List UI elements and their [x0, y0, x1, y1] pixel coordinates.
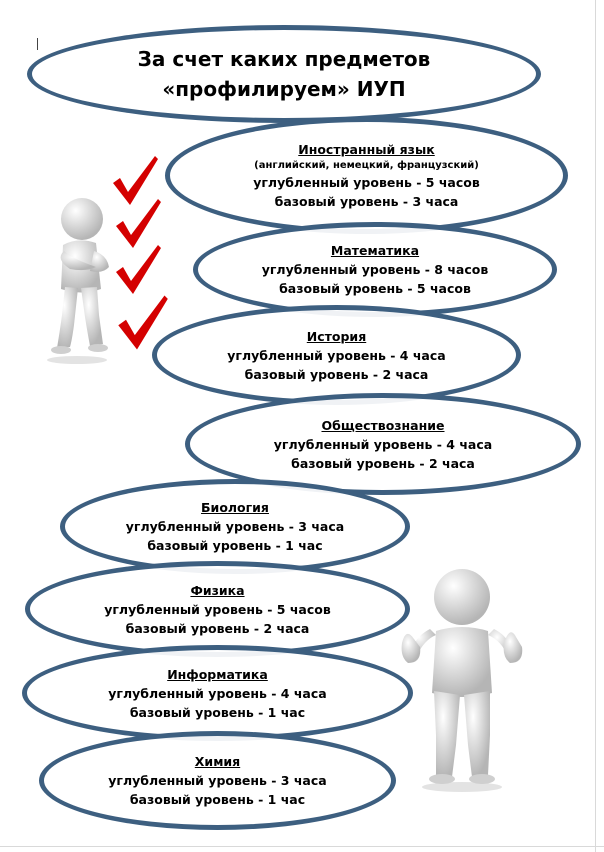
basic-level: базовый уровень - 1 час [129, 704, 306, 720]
subject-oval-biology: Биология углубленный уровень - 3 часа ба… [60, 479, 410, 574]
subject-name: Биология [201, 500, 269, 515]
subject-name: Иностранный язык [298, 142, 435, 157]
subject-note: (английский, немецкий, французский) [254, 160, 479, 171]
basic-level: базовый уровень - 5 часов [279, 281, 471, 296]
subject-name: Обществознание [321, 417, 445, 433]
advanced-level: углубленный уровень - 5 часов [253, 175, 480, 190]
advanced-level: углубленный уровень - 4 часа [108, 685, 327, 701]
subject-oval-physics: Физика углубленный уровень - 5 часов баз… [25, 561, 410, 657]
basic-level: базовый уровень - 2 часа [291, 455, 475, 471]
advanced-level: углубленный уровень - 3 часа [125, 519, 345, 534]
title-oval: За счет каких предметов «профилируем» ИУ… [27, 25, 541, 123]
basic-level: базовый уровень - 3 часа [274, 194, 459, 209]
title-line-2: «профилируем» ИУП [162, 77, 406, 101]
basic-level: базовый уровень - 1 час [147, 538, 323, 553]
text-cursor [37, 38, 38, 50]
advanced-level: углубленный уровень - 8 часов [261, 262, 489, 277]
subject-oval-history: История углубленный уровень - 4 часа баз… [152, 305, 521, 405]
subject-oval-math: Математика углубленный уровень - 8 часов… [193, 222, 557, 317]
checkmark-icon [116, 199, 161, 248]
subject-name: История [306, 328, 367, 344]
thinking-figure-icon [47, 198, 109, 364]
subject-oval-foreign-language: Иностранный язык (английский, немецкий, … [165, 117, 568, 234]
subject-oval-social-studies: Обществознание углубленный уровень - 4 ч… [185, 393, 581, 495]
advanced-level: углубленный уровень - 4 часа [273, 436, 493, 452]
advanced-level: углубленный уровень - 3 часа [108, 773, 327, 788]
checkmark-icon [116, 245, 161, 294]
checkmark-icon [118, 295, 168, 350]
thumbs-up-figure-icon [401, 569, 523, 792]
advanced-level: углубленный уровень - 4 часа [227, 347, 446, 363]
checkmark-icon [113, 156, 158, 205]
basic-level: базовый уровень - 2 часа [125, 620, 310, 636]
page-edge-bottom [0, 846, 604, 847]
subject-name: Химия [194, 754, 241, 769]
subject-oval-chemistry: Химия углубленный уровень - 3 часа базов… [39, 731, 396, 830]
page-edge-right [595, 0, 596, 852]
advanced-level: углубленный уровень - 5 часов [104, 601, 331, 617]
basic-level: базовый уровень - 1 час [129, 792, 306, 807]
basic-level: базовый уровень - 2 часа [244, 366, 429, 382]
subject-name: Информатика [167, 666, 268, 682]
subject-oval-informatics: Информатика углубленный уровень - 4 часа… [22, 645, 413, 741]
subject-name: Математика [330, 243, 420, 258]
subject-name: Физика [190, 582, 245, 598]
title-line-1: За счет каких предметов [137, 47, 431, 71]
